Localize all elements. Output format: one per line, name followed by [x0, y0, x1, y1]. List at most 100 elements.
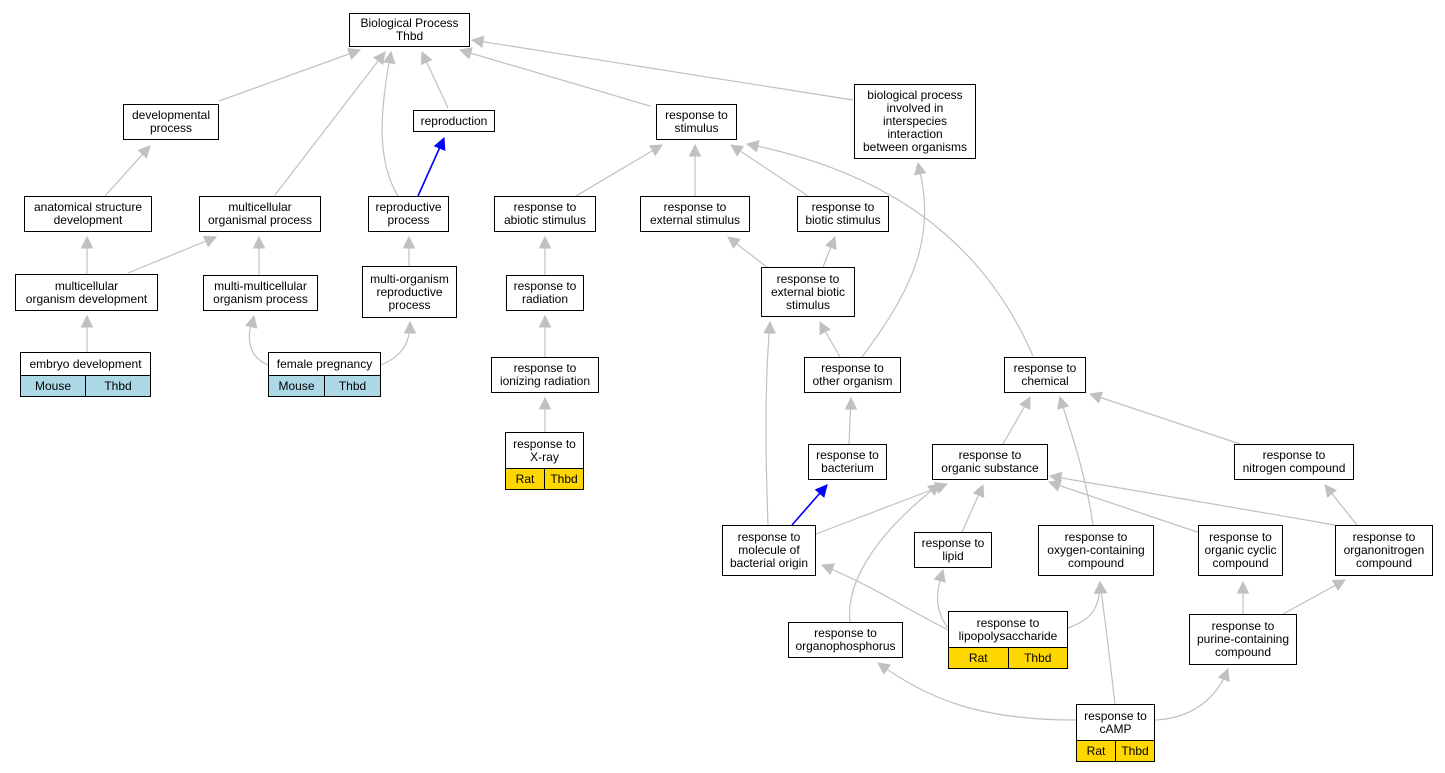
- node-response-to-bacterium[interactable]: response to bacterium: [808, 444, 887, 480]
- node-response-to-other-organism[interactable]: response to other organism: [804, 357, 901, 393]
- edge-arrowhead: [538, 396, 552, 410]
- node-response-to-radiation[interactable]: response to radiation: [506, 275, 584, 311]
- edge-line: [1089, 393, 1241, 445]
- node-response-to-lipid[interactable]: response to lipid: [914, 532, 992, 568]
- node-response-to-molecule-of-bacterial-origin[interactable]: response to molecule of bacterial origin: [722, 525, 816, 576]
- node-reproduction[interactable]: reproduction: [413, 110, 495, 132]
- edge-line: [815, 483, 948, 535]
- edge-arrowhead: [373, 51, 386, 65]
- node-response-to-abiotic-stimulus[interactable]: response to abiotic stimulus: [494, 196, 596, 232]
- node-biological-process[interactable]: Biological Process Thbd: [349, 13, 470, 47]
- edge-arrowhead: [245, 314, 258, 329]
- node-response-to-nitrogen-compound[interactable]: response to nitrogen compound: [1234, 444, 1354, 480]
- edge-line: [459, 49, 651, 107]
- node-multi-multicellular-organism-process[interactable]: multi-multicellular organism process: [203, 275, 318, 311]
- edge-arrowhead: [1047, 479, 1062, 492]
- edge-arrowhead: [844, 396, 858, 410]
- edge-arrowhead: [1048, 471, 1063, 485]
- annotation-gene: Thbd: [1115, 741, 1154, 761]
- edge-arrowhead: [745, 140, 760, 153]
- edge-arrowhead: [927, 483, 941, 496]
- edge-arrowhead: [972, 483, 985, 499]
- node-response-to-organophosphorus[interactable]: response to organophosphorus: [788, 622, 903, 658]
- edge-arrowhead: [648, 144, 663, 157]
- node-response-to-chemical[interactable]: response to chemical: [1004, 357, 1086, 393]
- annotation-embryo-development: Mouse Thbd: [20, 375, 151, 397]
- edge-line: [1059, 396, 1094, 526]
- edge-line: [1154, 668, 1229, 721]
- edge-arrowhead: [538, 314, 552, 328]
- node-response-to-oxygen-containing-compound[interactable]: response to oxygen-containing compound: [1038, 525, 1154, 576]
- node-response-to-external-stimulus[interactable]: response to external stimulus: [640, 196, 750, 232]
- annotation-species: Rat: [968, 651, 988, 665]
- node-response-to-organic-cyclic-compound[interactable]: response to organic cyclic compound: [1198, 525, 1283, 576]
- annotation-response-to-camp: Rat Thbd: [1076, 740, 1155, 762]
- edge-line: [877, 662, 1077, 721]
- annotation-species: Rat: [515, 472, 535, 486]
- annotation-gene: Thbd: [544, 469, 583, 489]
- node-reproductive-process[interactable]: reproductive process: [368, 196, 449, 232]
- node-response-to-organonitrogen-compound[interactable]: response to organonitrogen compound: [1335, 525, 1433, 576]
- edge-line: [861, 162, 926, 358]
- edge-arrowhead: [1057, 395, 1070, 410]
- annotation-species: Mouse: [34, 379, 72, 393]
- node-response-to-ionizing-radiation[interactable]: response to ionizing radiation: [491, 357, 599, 393]
- edge-arrowhead: [820, 563, 836, 576]
- node-response-to-stimulus[interactable]: response to stimulus: [656, 104, 737, 140]
- node-response-to-external-biotic-stimulus[interactable]: response to external biotic stimulus: [761, 267, 855, 317]
- edge-line: [1282, 579, 1346, 615]
- edge-arrowhead: [252, 235, 266, 249]
- edge-line: [730, 144, 809, 197]
- edge-line: [575, 144, 663, 197]
- edge-arrowhead: [1236, 580, 1250, 594]
- node-response-to-biotic-stimulus[interactable]: response to biotic stimulus: [797, 196, 889, 232]
- annotation-species: Mouse: [278, 379, 315, 393]
- edge-arrowhead: [433, 136, 446, 152]
- node-response-to-camp[interactable]: response to cAMP: [1076, 704, 1155, 740]
- edge-arrowhead: [137, 145, 151, 159]
- edge-arrowhead: [814, 484, 828, 498]
- node-anatomical-structure-development[interactable]: anatomical structure development: [24, 196, 152, 232]
- edge-arrowhead: [1019, 395, 1031, 411]
- annotation-response-to-lipopolysaccharide: Rat Thbd: [948, 647, 1068, 669]
- node-interspecies-interaction[interactable]: biological process involved in interspec…: [854, 84, 976, 159]
- edge-arrowhead: [933, 568, 946, 583]
- edge-line: [821, 564, 949, 631]
- annotation-female-pregnancy: Mouse Thbd: [268, 375, 381, 397]
- edge-line: [127, 236, 217, 274]
- edge-line: [218, 49, 361, 102]
- node-response-to-purine-containing-compound[interactable]: response to purine-containing compound: [1189, 614, 1297, 665]
- edge-arrowhead: [1331, 579, 1346, 592]
- annotation-response-to-x-ray: Rat Thbd: [505, 468, 584, 490]
- edge-arrowhead: [458, 47, 473, 60]
- node-multicellular-organism-development[interactable]: multicellular organism development: [15, 274, 158, 311]
- edge-arrowhead: [1217, 667, 1230, 683]
- edge-line: [381, 51, 399, 197]
- edge-arrowhead: [347, 47, 362, 60]
- edge-line: [746, 143, 1034, 357]
- node-female-pregnancy[interactable]: female pregnancy: [268, 352, 381, 375]
- edge-arrowhead: [80, 314, 94, 328]
- edge-line: [380, 321, 411, 366]
- edge-line: [1067, 581, 1101, 629]
- node-response-to-x-ray[interactable]: response to X-ray: [505, 432, 584, 468]
- edge-arrowhead: [402, 235, 416, 249]
- edge-line: [471, 39, 854, 101]
- edge-line: [1048, 481, 1201, 534]
- edge-arrowhead: [727, 236, 741, 249]
- edge-arrowhead: [202, 235, 218, 248]
- node-response-to-lipopolysaccharide[interactable]: response to lipopolysaccharide: [948, 611, 1068, 647]
- node-developmental-process[interactable]: developmental process: [123, 104, 219, 140]
- edge-arrowhead: [914, 161, 927, 176]
- edge-arrowhead: [730, 144, 745, 157]
- node-embryo-development[interactable]: embryo development: [20, 352, 151, 375]
- node-response-to-organic-substance[interactable]: response to organic substance: [932, 444, 1048, 480]
- edge-arrowhead: [80, 235, 94, 249]
- node-multicellular-organismal-process[interactable]: multicellular organismal process: [199, 196, 321, 232]
- node-multi-organism-reproductive-process[interactable]: multi-organism reproductive process: [362, 266, 457, 318]
- edge-arrowhead: [538, 235, 552, 249]
- annotation-gene: Thbd: [85, 376, 150, 396]
- edge-arrowhead: [470, 35, 485, 49]
